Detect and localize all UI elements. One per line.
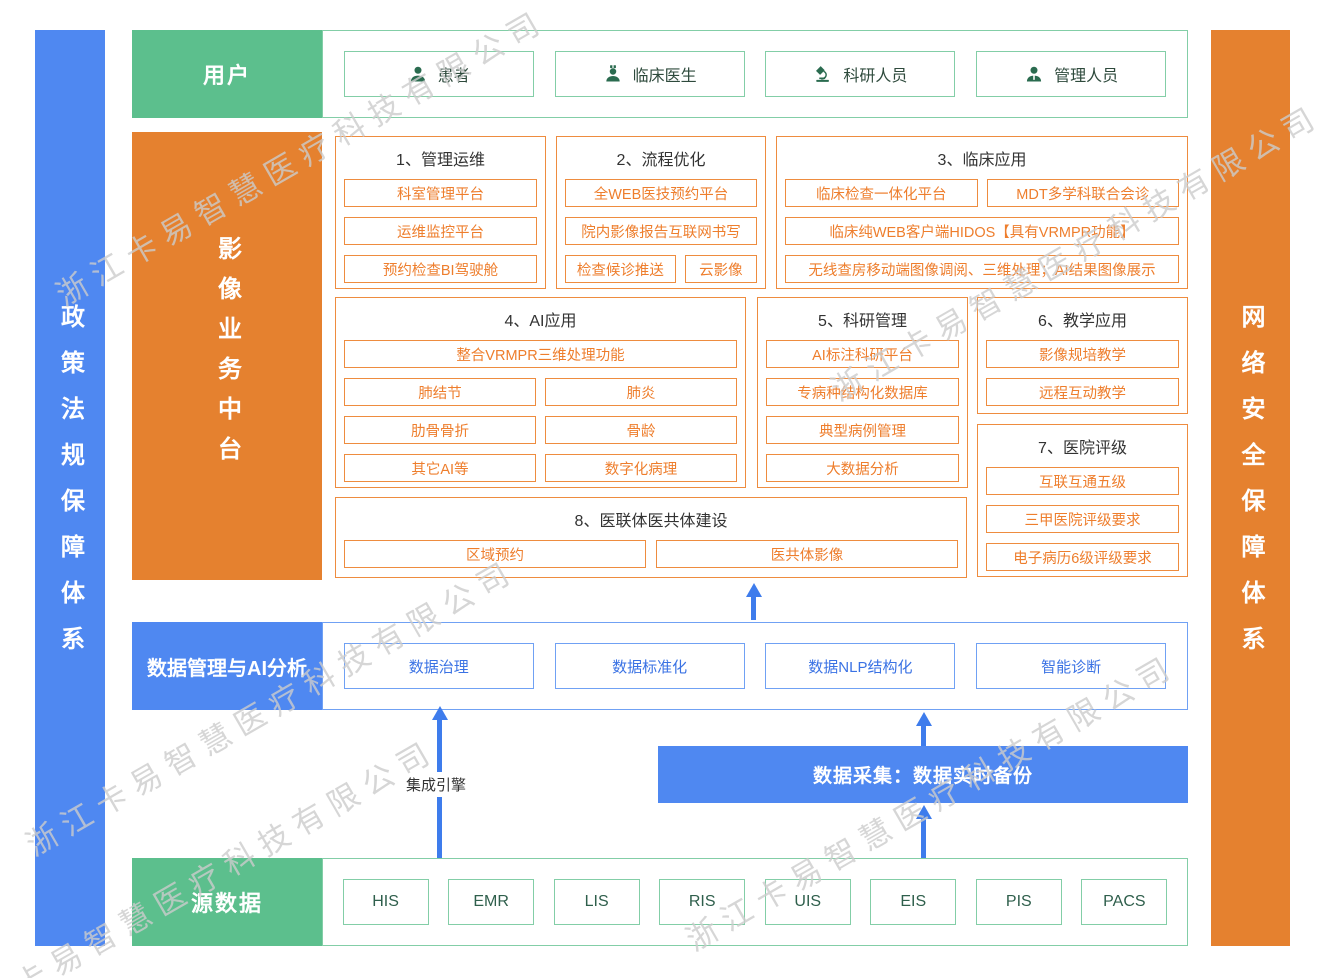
source-system-box: HIS — [342, 879, 429, 925]
user-box: 管理人员 — [976, 51, 1167, 97]
platform-item: 数字化病理 — [545, 454, 737, 482]
user-box: 临床医生 — [554, 51, 745, 97]
section-s2: 2、流程优化全WEB医技预约平台院内影像报告互联网书写检查候诊推送云影像 — [556, 136, 766, 289]
platform-item: 无线查房移动端图像调阅、三维处理；AI结果图像展示 — [785, 255, 1179, 283]
section-title: 6、教学应用 — [1038, 313, 1127, 330]
section-s5: 5、科研管理 AI标注科研平台专病种结构化数据库典型病例管理大数据分析 — [757, 297, 968, 488]
section-title: 1、管理运维 — [396, 152, 485, 169]
policy-regulation-sidebar: 政策法规保障体系 — [35, 30, 105, 946]
platform-item: 三甲医院评级要求 — [986, 505, 1179, 533]
source-system-box: UIS — [764, 879, 851, 925]
platform-item: 预约检查BI驾驶舱 — [344, 255, 537, 283]
user-box: 患者 — [343, 51, 534, 97]
arrow-above-collection — [915, 712, 932, 746]
platform-item: 影像规培教学 — [986, 340, 1179, 368]
platform-item: 医共体影像 — [656, 540, 958, 568]
arrow-to-platform — [745, 583, 762, 620]
user-label: 管理人员 — [1054, 68, 1119, 85]
platform-item: 临床纯WEB客户端HIDOS【具有VRMPR功能】 — [785, 217, 1179, 245]
data-mgmt-item: 数据标准化 — [554, 643, 745, 689]
users-container: 患者 临床医生 科研人员 管理人员 — [322, 30, 1188, 118]
section-s7: 7、医院评级互联互通五级三甲医院评级要求电子病历6级评级要求 — [977, 424, 1188, 577]
user-box: 科研人员 — [765, 51, 956, 97]
platform-item: 远程互动教学 — [986, 378, 1179, 406]
data-collection-bar: 数据采集：数据实时备份 — [658, 746, 1188, 803]
platform-item: 运维监控平台 — [344, 217, 537, 245]
data-mgmt-item: 数据NLP结构化 — [765, 643, 956, 689]
patient-icon — [408, 64, 428, 84]
microscope-icon — [813, 64, 833, 84]
source-system-box: PIS — [975, 879, 1062, 925]
platform-item: 临床检查一体化平台 — [785, 179, 978, 207]
platform-item: AI标注科研平台 — [766, 340, 959, 368]
platform-item: 肺结节 — [344, 378, 536, 406]
platform-item: MDT多学科联合会诊 — [986, 179, 1179, 207]
platform-item: 检查候诊推送 — [565, 255, 676, 283]
data-mgmt-label: 数据管理与AI分析 — [132, 622, 322, 710]
platform-item: 院内影像报告互联网书写 — [565, 217, 757, 245]
section-s3: 3、临床应用临床检查一体化平台 MDT多学科联合会诊临床纯WEB客户端HIDOS【… — [776, 136, 1188, 289]
section-title: 4、AI应用 — [504, 313, 577, 330]
platform-item: 区域预约 — [344, 540, 646, 568]
platform-item: 肺炎 — [545, 378, 737, 406]
platform-item: 其它AI等 — [344, 454, 536, 482]
platform-item: 整合VRMPR三维处理功能 — [344, 340, 737, 368]
section-s1: 1、管理运维科室管理平台运维监控平台预约检查BI驾驶舱 — [335, 136, 546, 289]
platform-item: 专病种结构化数据库 — [766, 378, 959, 406]
section-title: 2、流程优化 — [616, 152, 706, 169]
source-data-label: 源数据 — [132, 858, 322, 946]
platform-item: 骨龄 — [545, 416, 737, 444]
data-mgmt-item: 数据治理 — [343, 643, 534, 689]
users-row-label: 用户 — [132, 30, 322, 118]
source-system-box: RIS — [659, 879, 746, 925]
imaging-platform-label: 影像业务中台 — [132, 132, 322, 580]
platform-item: 肋骨骨折 — [344, 416, 536, 444]
source-system-box: PACS — [1081, 879, 1168, 925]
platform-item: 互联互通五级 — [986, 467, 1179, 495]
arrow-below-collection — [915, 805, 932, 858]
integration-engine-label: 集成引擎 — [400, 772, 473, 797]
section-title: 5、科研管理 — [818, 313, 907, 330]
user-label: 患者 — [437, 68, 470, 85]
source-system-box: LIS — [553, 879, 640, 925]
data-mgmt-item: 智能诊断 — [976, 643, 1167, 689]
section-s4: 4、AI应用整合VRMPR三维处理功能肺结节肺炎肋骨骨折骨龄其它AI等数字化病理 — [335, 297, 746, 488]
network-security-sidebar: 网络安全保障体系 — [1211, 30, 1290, 946]
source-data-container: HIS EMR LIS RIS UIS EIS PIS PACS — [322, 858, 1188, 946]
platform-item: 电子病历6级评级要求 — [986, 543, 1179, 571]
section-s6: 6、教学应用影像规培教学远程互动教学 — [977, 297, 1188, 414]
platform-item: 云影像 — [684, 255, 757, 283]
platform-item: 科室管理平台 — [344, 179, 537, 207]
data-mgmt-container: 数据治理数据标准化数据NLP结构化智能诊断 — [322, 622, 1188, 710]
source-system-box: EIS — [870, 879, 957, 925]
platform-item: 大数据分析 — [766, 454, 959, 482]
user-label: 临床医生 — [632, 68, 697, 85]
imaging-platform-label-text: 影像业务中台 — [213, 236, 241, 476]
admin-icon — [1024, 64, 1044, 84]
section-title: 3、临床应用 — [937, 152, 1027, 169]
user-label: 科研人员 — [843, 68, 908, 85]
section-s8: 8、医联体医共体建设区域预约医共体影像 — [335, 497, 967, 578]
platform-item: 典型病例管理 — [766, 416, 959, 444]
section-title: 8、医联体医共体建设 — [574, 513, 728, 530]
network-security-label: 网络安全保障体系 — [1237, 304, 1264, 672]
doctor-icon — [603, 64, 623, 84]
source-system-box: EMR — [448, 879, 535, 925]
section-title: 7、医院评级 — [1038, 440, 1127, 457]
policy-regulation-label: 政策法规保障体系 — [56, 304, 84, 672]
platform-item: 全WEB医技预约平台 — [565, 179, 757, 207]
